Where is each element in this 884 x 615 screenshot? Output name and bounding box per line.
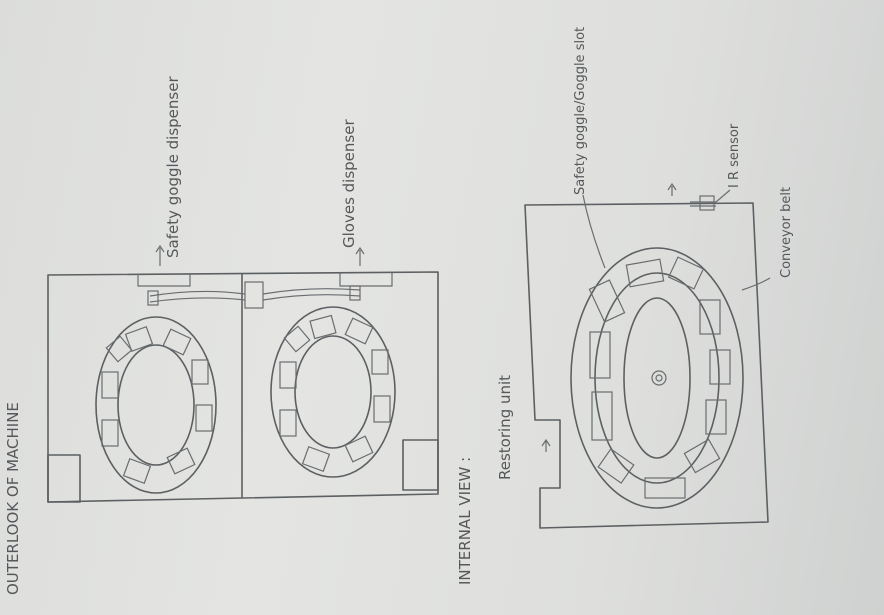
ir-sensor bbox=[667, 182, 731, 211]
conveyor-pointer bbox=[741, 277, 771, 291]
goggle-dispenser-arrow bbox=[155, 244, 165, 266]
left-base-block bbox=[47, 454, 81, 503]
connector-tube bbox=[147, 281, 361, 309]
gloves-dispenser-label: Gloves dispenser bbox=[340, 119, 358, 248]
internal-conveyor-carousel bbox=[570, 247, 744, 509]
safety-goggle-dispenser-label: Safety goggle dispenser bbox=[164, 76, 182, 258]
internal-view-label: INTERNAL VIEW : bbox=[456, 457, 474, 585]
restoring-unit-label: Restoring unit bbox=[496, 375, 514, 480]
conveyor-belt-label: Conveyor belt bbox=[779, 187, 794, 278]
goggle-slot-label: Safety goggle/Goggle slot bbox=[573, 27, 588, 195]
ir-sensor-label: I R sensor bbox=[727, 123, 742, 188]
goggle-slot-pointer bbox=[582, 194, 606, 269]
left-goggle-carousel bbox=[95, 316, 217, 494]
internal-machine-body bbox=[524, 202, 769, 529]
outer-machine-body bbox=[47, 271, 439, 503]
right-base-block bbox=[402, 439, 439, 491]
outlook-title: OUTERLOOK OF MACHINE bbox=[4, 402, 22, 595]
right-gloves-carousel bbox=[270, 306, 396, 478]
gloves-dispenser-arrow bbox=[355, 246, 365, 266]
restoring-unit-arrow bbox=[541, 438, 551, 452]
